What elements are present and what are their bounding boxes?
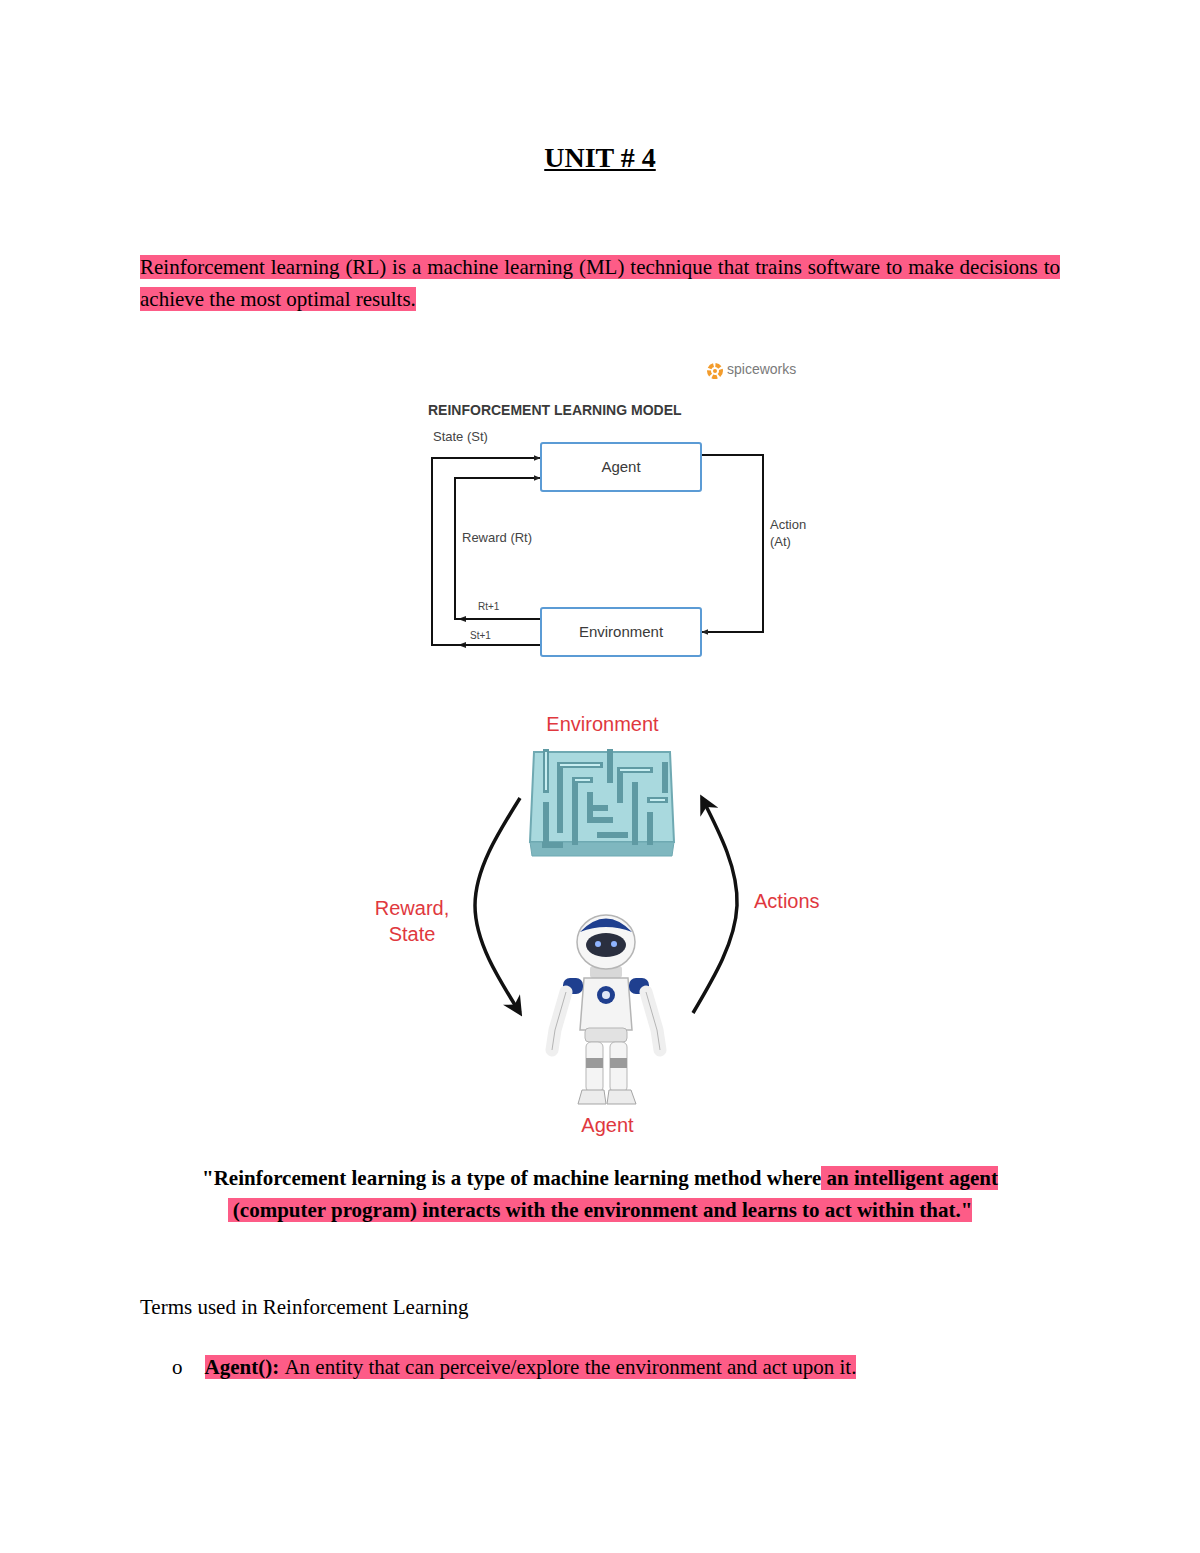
robot-arm-left-line	[552, 992, 566, 1050]
edge-label: Reward (Rt)	[462, 530, 532, 547]
bullet-item-text: Agent():	[205, 1355, 280, 1379]
flow-arrow	[455, 478, 540, 619]
robot-chest-light	[602, 991, 610, 999]
node-label: Environment	[579, 623, 663, 641]
edge-label: State (St)	[433, 429, 488, 446]
robot-head	[577, 915, 635, 969]
cycle-arrow	[475, 798, 520, 1013]
bullet-item-text: o	[172, 1355, 183, 1379]
node-label: Agent	[601, 458, 640, 476]
section-heading: Terms used in Reinforcement Learning	[140, 1294, 469, 1320]
section-heading-text: Terms used in Reinforcement Learning	[140, 1295, 469, 1319]
process-box: Agent	[540, 442, 702, 492]
agent-figure: Agent	[540, 905, 675, 1137]
spiceworks-icon	[709, 365, 721, 377]
signal-label: St+1	[470, 630, 491, 643]
flow-arrow	[432, 458, 540, 645]
robot-leg-left	[586, 1042, 603, 1092]
node-label: Agent	[581, 1113, 633, 1137]
robot-knee-right	[610, 1058, 627, 1068]
robot-arm-left	[552, 992, 566, 1050]
diagram-heading-text: REINFORCEMENT LEARNING MODEL	[428, 402, 682, 418]
signal-label-text: St+1	[470, 630, 491, 641]
page-title: UNIT # 4	[0, 142, 1200, 174]
quote-text: "Reinforcement learning is a type of mac…	[202, 1166, 821, 1190]
logo-text-text: spiceworks	[727, 361, 796, 377]
robot-eye-left	[595, 941, 601, 947]
maze-walls	[545, 752, 665, 845]
logo-gear	[709, 365, 721, 377]
process-box: Environment	[540, 607, 702, 657]
robot-illustration	[552, 915, 660, 1104]
bullet-item: o Agent():An entity that can perceive/exp…	[172, 1354, 856, 1380]
signal-label-text: Rt+1	[478, 601, 499, 612]
edge-label: Reward, State	[362, 895, 462, 947]
cycle-arrow	[693, 798, 737, 1013]
paragraph: Reinforcement learning (RL) is a machine…	[140, 252, 1060, 316]
flow-arrow	[702, 455, 763, 632]
maze-wall-tops	[546, 752, 665, 800]
bullet-item-text: An entity that can perceive/explore the …	[279, 1355, 856, 1379]
robot-arm-right-line	[646, 992, 660, 1050]
logo-text: spiceworks	[727, 361, 796, 379]
diagram-heading: REINFORCEMENT LEARNING MODEL	[428, 402, 682, 420]
edge-label: Action (At)	[770, 517, 822, 551]
node-label: Environment	[546, 712, 658, 736]
robot-arm-right	[646, 992, 660, 1050]
environment-figure: Environment	[525, 712, 680, 860]
robot-face	[586, 933, 626, 957]
robot-eye-right	[611, 941, 617, 947]
quote: "Reinforcement learning is a type of mac…	[160, 1163, 1040, 1226]
robot-leg-right	[610, 1042, 627, 1092]
return-tick-arrows	[458, 616, 466, 648]
robot-knee-left	[586, 1058, 603, 1068]
robot-chest	[597, 986, 615, 1004]
logo-dot	[713, 369, 717, 373]
edge-label: Actions	[754, 888, 820, 914]
robot-foot-right	[607, 1090, 636, 1104]
robot-hips	[585, 1028, 627, 1042]
robot-head-cap	[580, 919, 632, 933]
maze-illustration	[530, 752, 674, 856]
signal-label: Rt+1	[478, 601, 499, 614]
paragraph-text: Reinforcement learning (RL) is a machine…	[140, 255, 1060, 311]
robot-torso	[580, 978, 632, 1030]
robot-foot-left	[578, 1090, 606, 1104]
